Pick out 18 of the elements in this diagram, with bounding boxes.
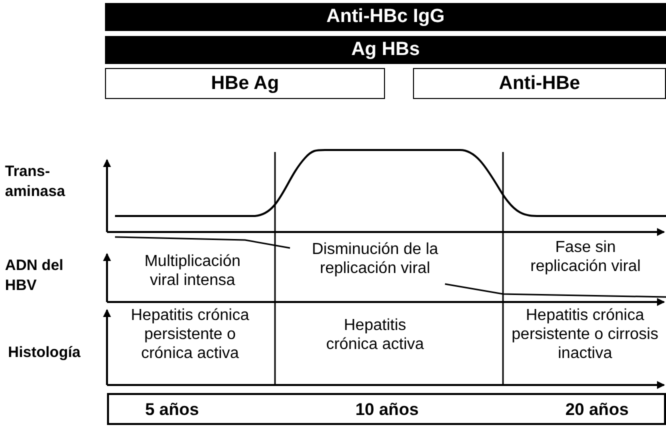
row-heading: Trans- aminasa bbox=[5, 162, 65, 202]
histology-label: Hepatitis crónica persistente o cirrosis inactiva bbox=[510, 306, 660, 363]
duration-label: 5 años bbox=[144, 400, 200, 420]
row-heading: Histología bbox=[8, 343, 82, 363]
row-heading: ADN del HBV bbox=[5, 256, 64, 296]
bar-label: Anti-HBe bbox=[498, 72, 580, 94]
antigen-bar bbox=[105, 68, 385, 99]
bar-label: HBe Ag bbox=[211, 72, 279, 94]
antigen-bar bbox=[413, 68, 666, 99]
duration-label: 10 años bbox=[354, 400, 420, 420]
timeline-bar bbox=[107, 393, 666, 425]
bar-label: Anti-HBc IgG bbox=[326, 6, 445, 28]
histology-label: Hepatitis crónica persistente o crónica activa bbox=[130, 306, 250, 363]
duration-label: 20 años bbox=[564, 400, 630, 420]
bar-label: Ag HBs bbox=[351, 39, 420, 61]
antibody-bar bbox=[105, 3, 666, 31]
histology-label: Hepatitis crónica activa bbox=[325, 316, 425, 354]
antibody-bar bbox=[105, 36, 666, 64]
